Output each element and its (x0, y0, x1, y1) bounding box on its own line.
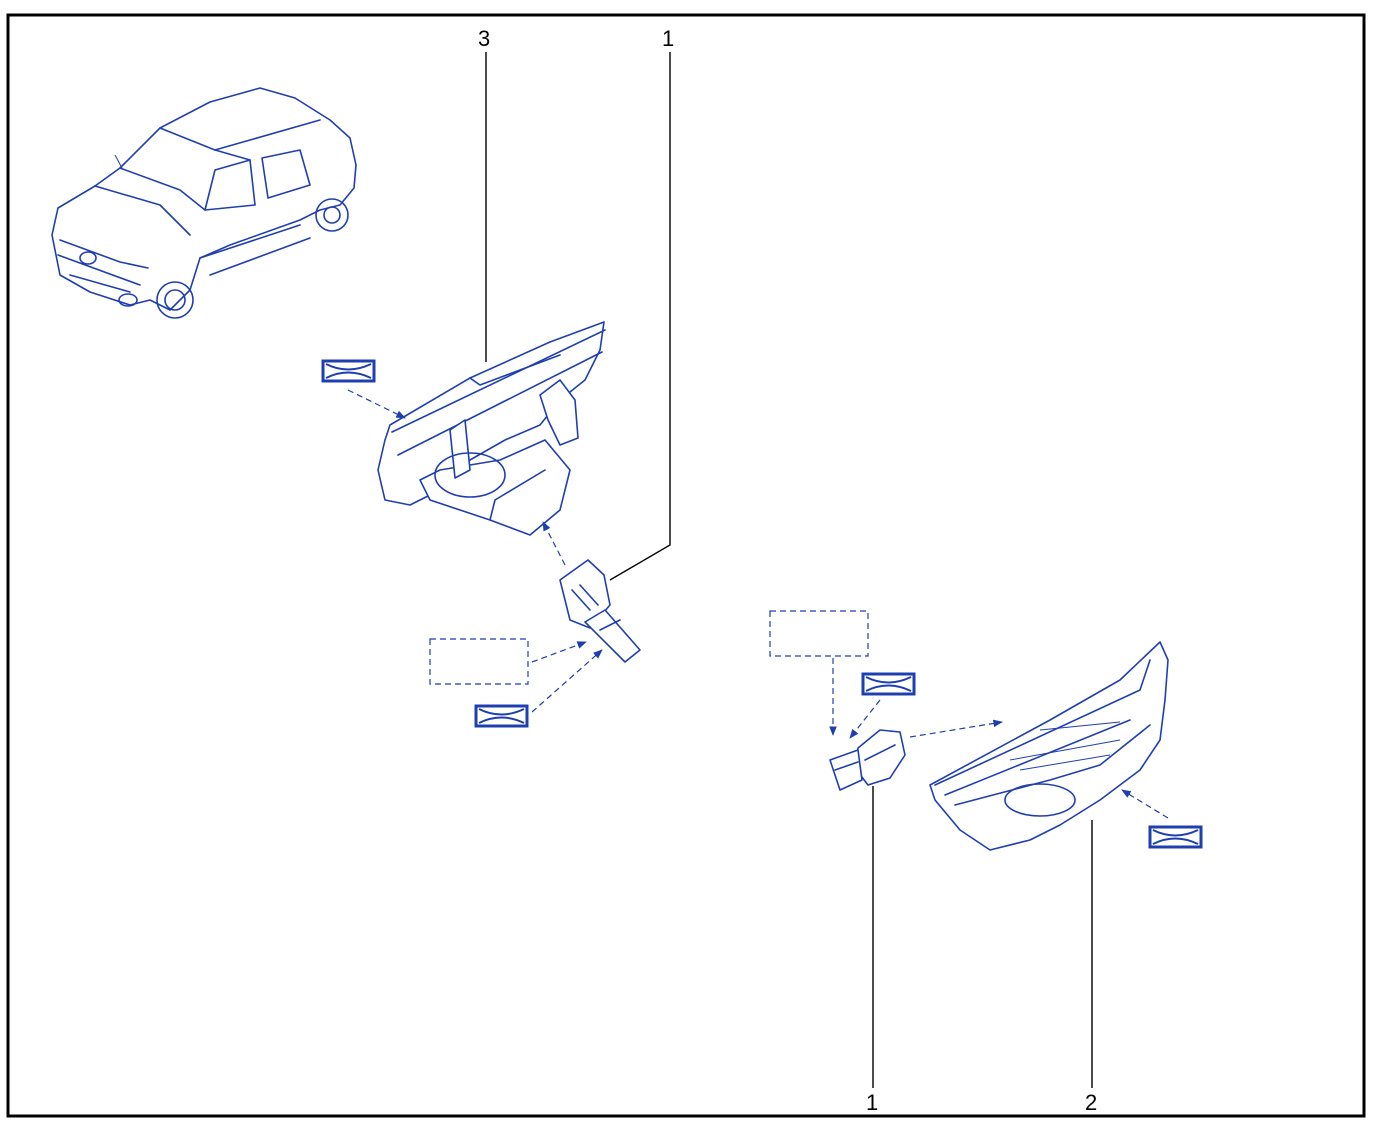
pointer-arrow-4 (531, 649, 603, 713)
pointer-arrow-8 (1121, 789, 1169, 819)
reference-symbol-badge-4 (1148, 825, 1203, 849)
reference-symbol-badge-2 (474, 704, 529, 728)
reference-symbol-badge-3 (861, 672, 916, 696)
leader-line-1-top (609, 52, 671, 581)
callout-number-1-bottom: 1 (866, 1090, 878, 1115)
pointer-arrow-2 (542, 521, 566, 566)
pointer-arrow-3 (531, 641, 587, 663)
bulb-icon-bottom (829, 729, 906, 791)
lamp-housing-icon (377, 321, 606, 536)
pointer-arrow-1 (347, 389, 406, 419)
callout-number-2: 2 (1085, 1090, 1097, 1115)
dashed-reference-box-left (429, 638, 529, 685)
lamp-lens-icon (929, 641, 1169, 851)
callout-number-1-top: 1 (662, 26, 674, 51)
pointer-arrow-7 (909, 719, 1003, 738)
dashed-reference-box-right (769, 610, 869, 657)
car-icon (51, 87, 357, 319)
reference-symbol-badge-1 (321, 359, 376, 383)
callout-number-3: 3 (478, 26, 490, 51)
pointer-arrow-6 (849, 699, 881, 739)
diagram-frame (6, 13, 1366, 1118)
bulb-icon-top (559, 559, 641, 663)
